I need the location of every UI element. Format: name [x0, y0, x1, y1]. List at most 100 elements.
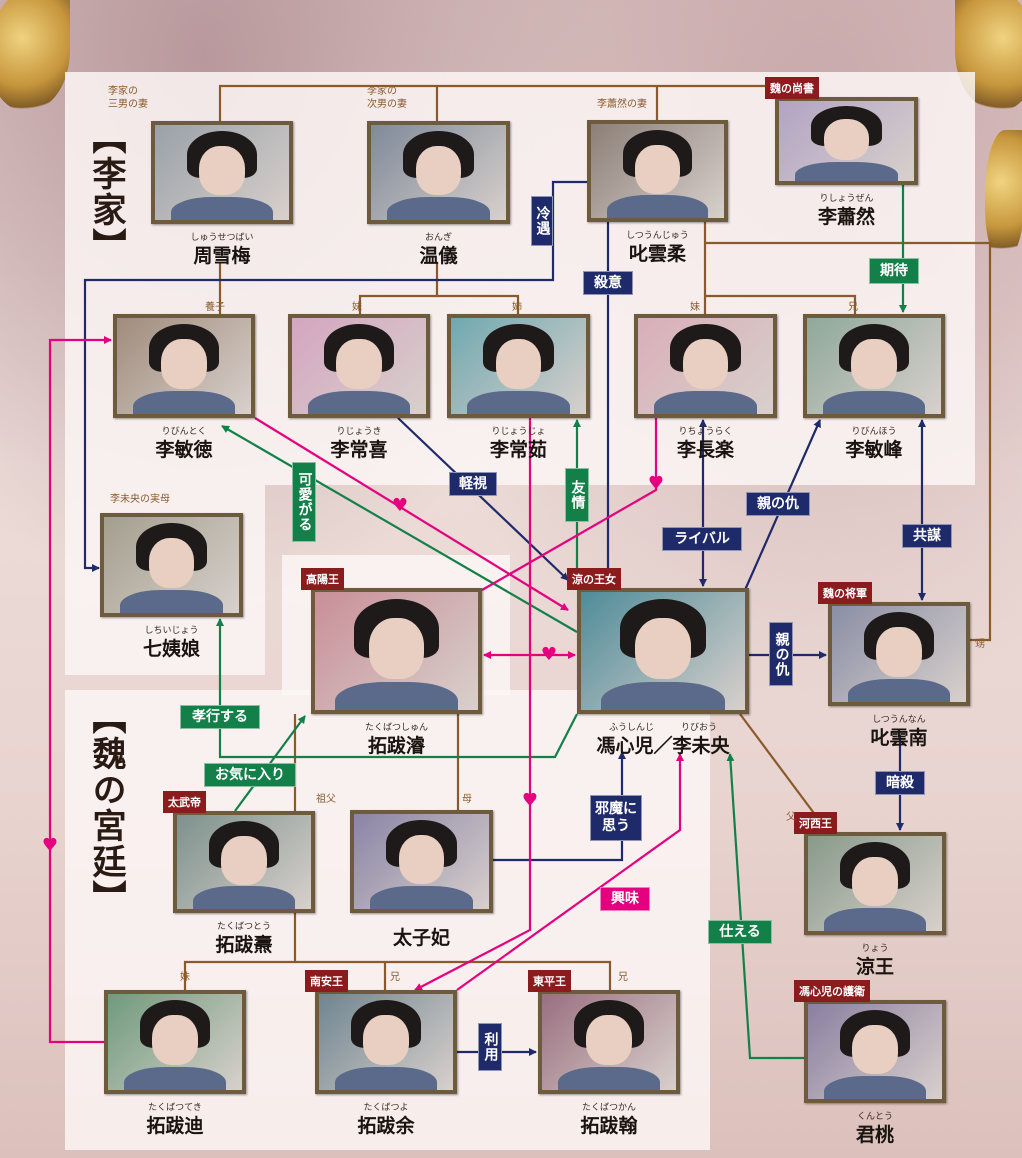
heart-icon: ♥ [648, 473, 664, 494]
line-nuisance [493, 751, 626, 862]
portrait-body [335, 1066, 437, 1090]
line-contempt [397, 417, 569, 581]
character-furigana: しつうんじゅう [626, 231, 689, 241]
heart-icon: ♥ [392, 495, 408, 516]
portrait-body [467, 390, 570, 414]
family-line-tuoba-children-2 [295, 960, 612, 990]
heart-icon: ♥ [522, 790, 538, 811]
character-photo[interactable] [538, 990, 680, 1094]
character-photo[interactable] [315, 990, 457, 1094]
character-name: 李敏徳 [155, 439, 213, 461]
kinship-label: 母 [462, 794, 472, 805]
line-love-changle [481, 418, 658, 591]
portrait-face [852, 856, 898, 907]
character-photo[interactable] [828, 602, 970, 706]
line-filial [216, 618, 578, 759]
relation-label: 冷遇 [531, 196, 553, 246]
portrait-body [558, 1066, 660, 1090]
family-line-top [218, 84, 775, 121]
character-photo[interactable] [173, 811, 315, 913]
kinship-label: 父 [786, 812, 796, 823]
portrait-face [682, 339, 729, 390]
character-photo[interactable] [803, 314, 945, 418]
character-title-badge: 魏の尚書 [765, 77, 819, 99]
character-photo[interactable] [311, 588, 482, 714]
character-name: 拓跋迪 [146, 1115, 204, 1137]
character-furigana: りちょうらく [678, 427, 733, 437]
kinship-label: 兄 [390, 972, 400, 983]
character-photo[interactable] [447, 314, 590, 418]
portrait-body [823, 390, 925, 414]
character-furigana: おんぎ [424, 233, 452, 243]
relation-label: 暗殺 [875, 771, 925, 795]
kinship-label: 甥 [975, 639, 985, 650]
family-line-tuoba-children [183, 913, 297, 990]
kinship-label: 兄 [848, 302, 858, 313]
character-title-badge: 涼の王女 [567, 568, 621, 590]
character-name: 叱雲南 [870, 727, 928, 749]
relation-label: 利用 [478, 1023, 502, 1071]
portrait-body [120, 589, 223, 613]
portrait-body [171, 197, 273, 220]
character-photo[interactable] [151, 121, 293, 224]
character-title-badge: 魏の将軍 [818, 582, 872, 604]
character-title-badge: 馮心児の護衛 [794, 980, 870, 1002]
character-furigana: しゅうせつばい [190, 233, 254, 243]
section-title-wei-court: 【魏の宮廷】 [86, 700, 126, 916]
gold-ornament-left [0, 0, 70, 110]
relation-label: 殺意 [583, 271, 633, 295]
line-dote [221, 425, 578, 633]
portrait-face [161, 339, 207, 390]
character-photo[interactable] [804, 832, 946, 935]
line-interest [456, 753, 684, 991]
character-title-badge: 東平王 [528, 970, 571, 992]
character-photo[interactable] [587, 120, 728, 222]
character-photo[interactable] [804, 1000, 946, 1103]
portrait-face [823, 118, 870, 161]
character-furigana: りびんほう [851, 427, 897, 437]
character-title-badge: 太武帝 [163, 791, 206, 813]
line-neglect [83, 180, 587, 572]
line-love-minde [254, 417, 569, 611]
character-role-note: 李未央の実母 [110, 494, 170, 505]
family-line-nephew [705, 241, 992, 642]
character-photo[interactable] [577, 588, 749, 714]
character-furigana: たくばつよ [363, 1103, 409, 1113]
portrait-body [606, 195, 709, 218]
relation-label: 可愛がる [292, 462, 316, 542]
character-photo[interactable] [113, 314, 255, 418]
character-photo[interactable] [775, 97, 918, 185]
character-furigana: たくばつかん [581, 1103, 636, 1113]
portrait-body [133, 390, 235, 414]
character-name: 李長楽 [676, 439, 734, 461]
portrait-face [852, 1024, 898, 1075]
character-furigana: りじょうき [336, 427, 382, 437]
character-name: 拓跋翰 [580, 1115, 638, 1137]
character-furigana: りびんとく [161, 427, 207, 437]
kinship-label: 妹 [352, 302, 362, 313]
character-furigana: たくばつてき [148, 1103, 202, 1113]
character-photo[interactable] [100, 513, 243, 617]
character-furigana: しちいじょう [144, 626, 199, 636]
character-photo[interactable] [367, 121, 510, 224]
character-photo[interactable] [288, 314, 430, 418]
portrait-face [398, 834, 445, 885]
character-role-note: 李家の 次男の妻 [367, 86, 407, 110]
kinship-label: 妹 [690, 302, 700, 313]
portrait-body [308, 390, 410, 414]
character-photo[interactable] [350, 810, 493, 913]
character-name: 李常茹 [489, 439, 547, 461]
portrait-body [124, 1066, 226, 1090]
character-name: 涼王 [855, 956, 894, 978]
kinship-label: 兄 [618, 972, 628, 983]
section-title-li-family: 【李家】 [86, 120, 126, 264]
relation-label: 仕える [708, 920, 772, 944]
character-furigana: りじょうじょ [491, 427, 546, 437]
character-name: 拓跋燾 [215, 934, 273, 956]
portrait-face [635, 617, 691, 680]
relation-label: 邪魔に 思う [590, 795, 642, 841]
character-photo[interactable] [634, 314, 777, 418]
portrait-face [876, 627, 922, 678]
character-photo[interactable] [104, 990, 246, 1094]
relation-label: お気に入り [204, 763, 296, 787]
